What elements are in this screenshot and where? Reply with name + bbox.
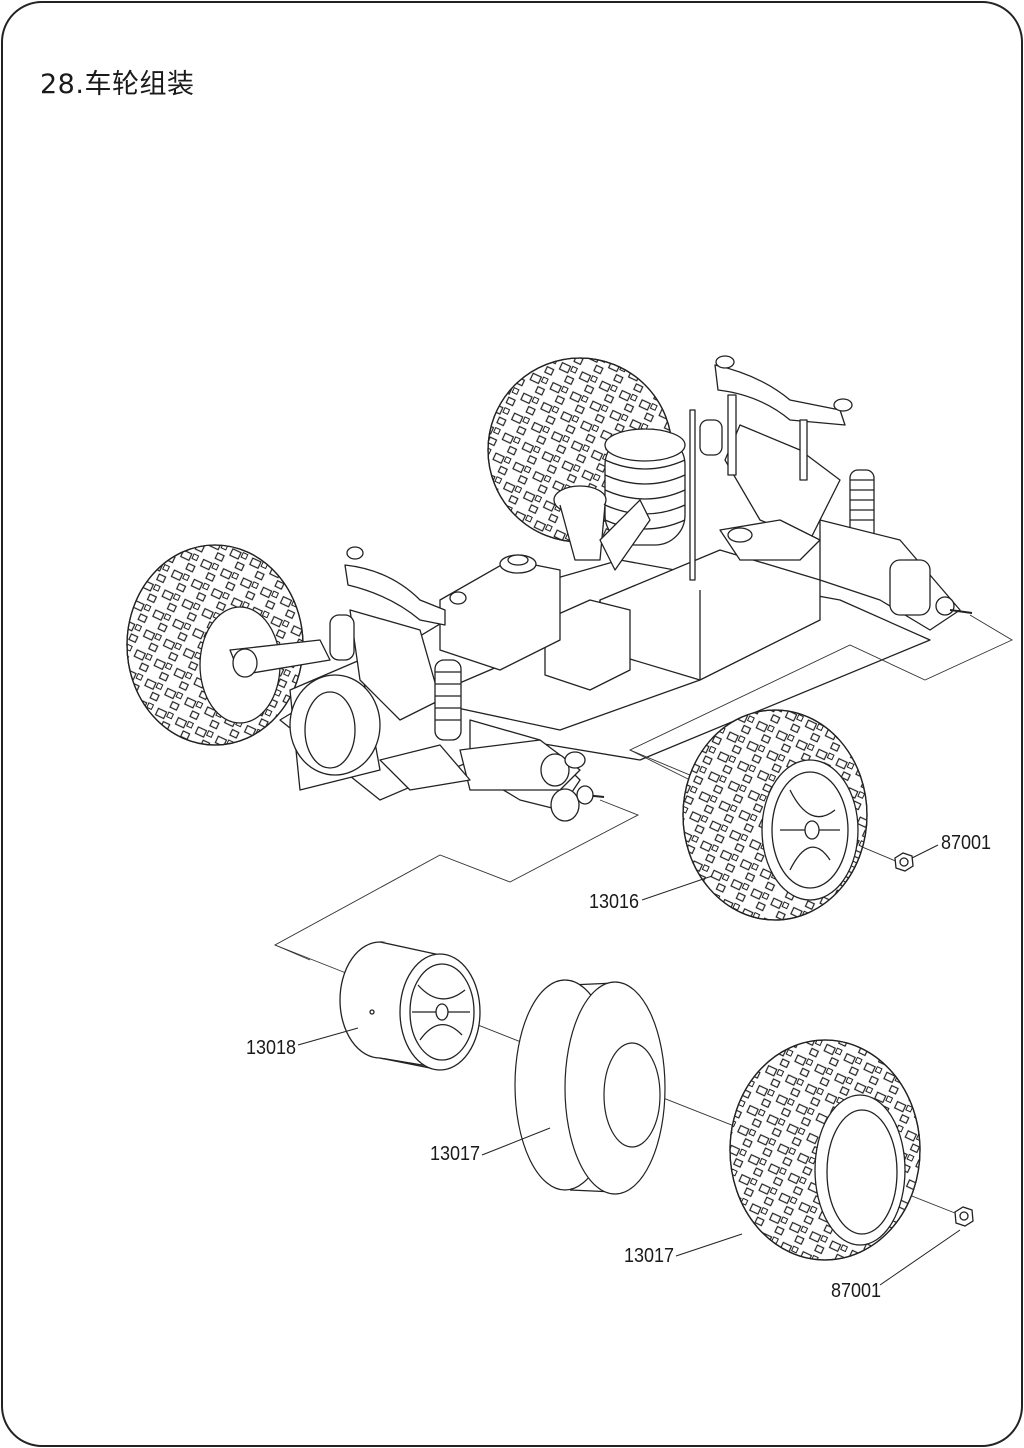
- rim-13018: [339, 941, 481, 1071]
- part-label-front-wheel: 13016: [589, 891, 640, 913]
- part-label-front-nut: 87001: [941, 832, 992, 854]
- servo-box: [544, 599, 631, 691]
- front-wheel-assembly: [682, 709, 868, 921]
- step-title: 28.车轮组装: [40, 69, 195, 100]
- leader-lines: [297, 844, 961, 1286]
- chassis: [126, 355, 973, 822]
- rear-hex-nut: [954, 1206, 974, 1227]
- front-shock: [329, 614, 462, 741]
- front-hex-nut: [894, 852, 914, 872]
- part-label-rear-nut: 87001: [831, 1280, 882, 1302]
- front-shock-tower: [329, 546, 467, 741]
- foam-insert: [514, 979, 666, 1195]
- part-label-tire: 13017: [624, 1245, 675, 1267]
- part-label-insert: 13017: [430, 1143, 481, 1165]
- engine: [553, 428, 686, 571]
- tire-13017: [729, 1039, 921, 1261]
- front-bulkhead: [229, 639, 381, 791]
- rear-shock: [699, 419, 875, 541]
- part-label-rim: 13018: [246, 1037, 297, 1059]
